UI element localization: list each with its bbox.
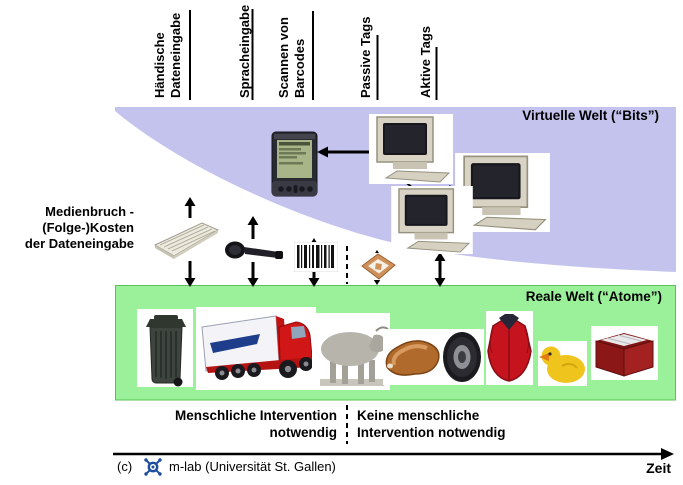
copyright-label: (c) bbox=[117, 459, 133, 474]
time-axis-arrow bbox=[113, 448, 674, 460]
axis-label-line: Barcodes bbox=[292, 38, 307, 98]
axis-label-line: Scannen von bbox=[276, 17, 291, 98]
intervention-line: Keine menschliche bbox=[357, 408, 480, 423]
cost-label-line: (Folge-)Kosten bbox=[42, 220, 134, 235]
axis-label-line: Spracheingabe bbox=[237, 4, 252, 98]
media-break-cost-label: Medienbruch - (Folge-)Kosten der Datenei… bbox=[0, 204, 134, 252]
intervention-line: Menschliche Intervention bbox=[174, 408, 337, 423]
jacket-icon bbox=[486, 311, 533, 385]
cost-label-line: Medienbruch - bbox=[45, 204, 134, 219]
tech-axis-ticks bbox=[189, 9, 438, 100]
axis-label-line: Händische bbox=[152, 32, 167, 98]
no-human-intervention-label: Keine menschliche Intervention notwendig bbox=[357, 407, 506, 441]
axis-label-scannen-von-barcodes: Scannen von Barcodes bbox=[276, 17, 308, 98]
rfid-tag-icon bbox=[360, 253, 397, 280]
axis-label-haendische-dateneingabe: Händische Dateneingabe bbox=[152, 13, 184, 98]
tire-icon bbox=[440, 329, 484, 385]
cow-icon bbox=[312, 313, 390, 390]
double-arrow-active-tag bbox=[434, 252, 446, 287]
time-axis-label: Zeit bbox=[646, 460, 671, 476]
ham-icon bbox=[383, 329, 445, 385]
human-intervention-label: Menschliche Intervention notwendig bbox=[175, 407, 337, 441]
axis-label-line: Aktive Tags bbox=[418, 25, 433, 98]
crate-icon bbox=[591, 326, 658, 380]
intervention-line: notwendig bbox=[269, 425, 338, 440]
virtual-world-label: Virtuelle Welt (“Bits”) bbox=[522, 108, 659, 123]
mlab-logo-icon bbox=[142, 456, 164, 478]
keyboard-icon bbox=[152, 218, 222, 261]
axis-label-spracheingabe: Spracheingabe bbox=[237, 5, 253, 98]
barcode-icon bbox=[294, 242, 338, 272]
intervention-line: Intervention notwendig bbox=[357, 425, 506, 440]
axis-label-aktive-tags: Aktive Tags bbox=[418, 26, 434, 98]
microphone-icon bbox=[224, 239, 284, 262]
axis-label-passive-tags: Passive Tags bbox=[358, 17, 374, 98]
axis-label-line: Dateneingabe bbox=[168, 12, 183, 98]
real-world-label: Reale Welt (“Atome”) bbox=[525, 289, 662, 304]
desktop-computer-icon bbox=[369, 114, 453, 184]
axis-label-line: Passive Tags bbox=[358, 16, 373, 98]
credit-label: m-lab (Universität St. Gallen) bbox=[169, 459, 336, 474]
cost-label-line: der Dateneingabe bbox=[24, 236, 134, 251]
truck-icon bbox=[196, 307, 316, 390]
chick-icon bbox=[538, 341, 587, 386]
pda-icon bbox=[268, 131, 320, 201]
desktop-computer-icon bbox=[387, 186, 477, 254]
trash-bin-icon bbox=[137, 309, 193, 387]
